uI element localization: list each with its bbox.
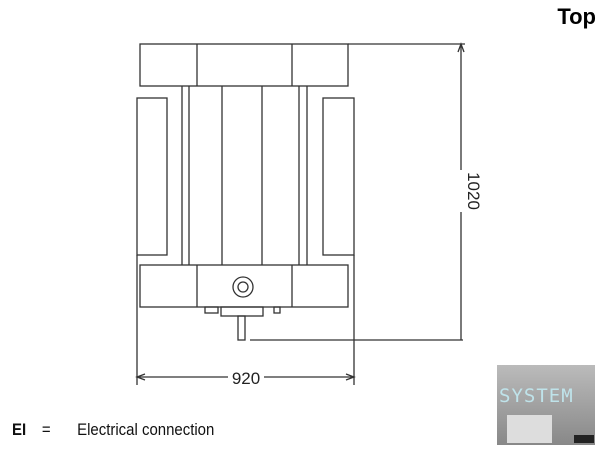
width-dimension [135,255,356,385]
depth-dimension [348,42,465,340]
logo-text: SYSTEM [499,385,574,407]
electrical-connection-pin [237,315,246,341]
legend-code: EI [12,420,27,439]
left-side-panel [136,97,168,256]
legend-description: Electrical connection [77,420,215,439]
bottom-frame [139,264,349,317]
width-dimension-label: 920 [232,369,260,388]
legend-equals: = [41,420,51,439]
depth-dimension-label: 1020 [464,172,483,210]
legend-item: EI = Electrical connection [12,420,214,440]
system-logo: SYSTEM [497,365,595,445]
center-columns [181,86,308,265]
view-title: Top [557,4,596,29]
right-side-panel [322,97,355,256]
top-frame [139,43,349,87]
